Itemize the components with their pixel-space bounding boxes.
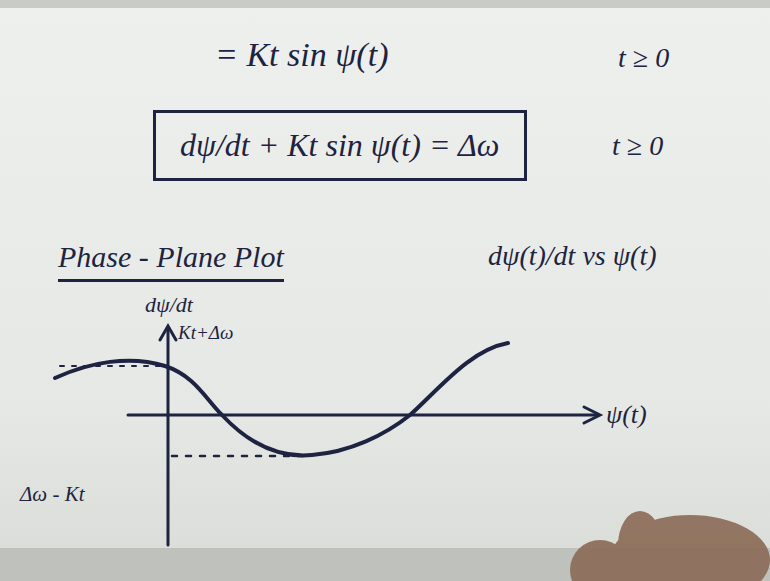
condition-text: t ≥ 0	[612, 130, 663, 162]
hand-shape	[570, 511, 770, 581]
dashed-level	[172, 455, 310, 458]
x-axis	[128, 414, 598, 417]
sine-curve	[55, 343, 508, 455]
max-value-label: Kt+Δω	[178, 322, 233, 344]
y-axis	[167, 328, 170, 545]
board-edge	[0, 0, 770, 8]
equation-text: dψ/dt + Kt sin ψ(t) = Δω	[180, 127, 500, 164]
axis-arrowhead	[160, 326, 176, 340]
section-heading: Phase - Plane Plot	[58, 240, 284, 282]
axis-label: dψ/dt	[145, 292, 193, 317]
dashed-level	[60, 365, 162, 367]
axis-arrowhead	[584, 407, 600, 423]
condition-text: t ≥ 0	[618, 42, 669, 74]
plot-description: dψ(t)/dt vs ψ(t)	[488, 240, 657, 272]
boxed-equation: dψ/dt + Kt sin ψ(t) = Δω	[153, 110, 527, 181]
axis-label: ψ(t)	[606, 400, 647, 430]
equation-line: = Kt sin ψ(t)	[215, 35, 388, 74]
min-value-label: Δω - Kt	[20, 482, 85, 506]
